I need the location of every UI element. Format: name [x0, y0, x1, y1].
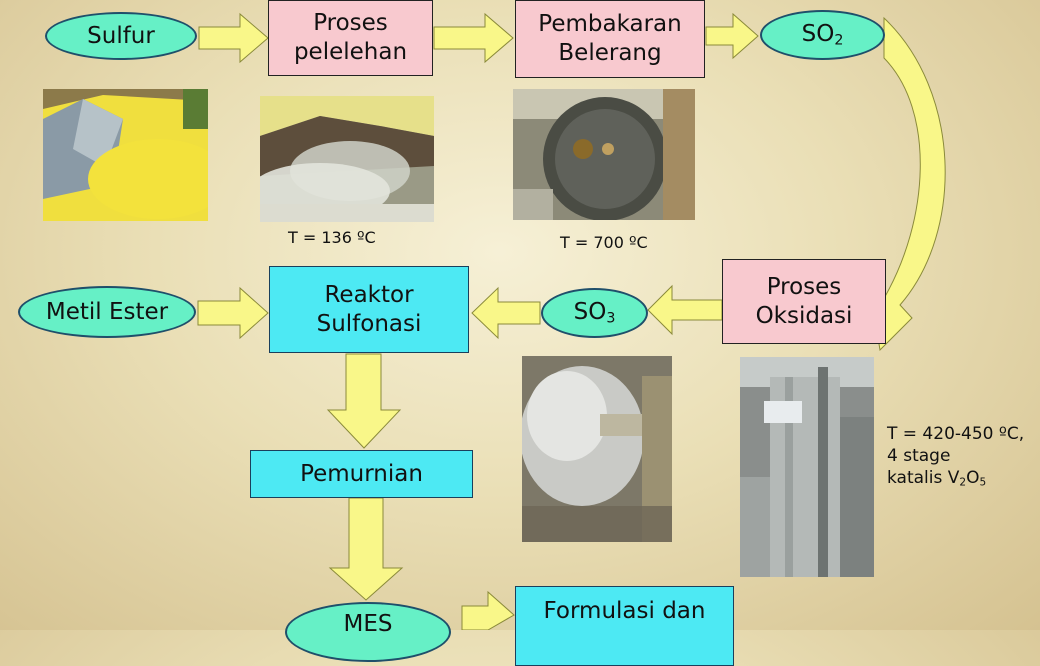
node-metil-ester-label: Metil Ester: [45, 298, 169, 325]
flow-arrows: [197, 12, 946, 630]
arrow-sulfur-to-melting: [198, 12, 269, 64]
arrow-ester-to-reactor: [197, 286, 269, 340]
node-reaktor-line2: Sulfonasi: [316, 310, 422, 337]
node-proses-pelelehan: Proses pelelehan: [268, 0, 433, 76]
arrow-purification-to-mes: [328, 497, 404, 601]
photo-oxidation-converter: [740, 357, 874, 577]
node-pembakaran-line2: Belerang: [558, 40, 662, 66]
photo-sulfur-burner: [513, 89, 695, 220]
arrow-melting-to-burning: [433, 12, 514, 64]
node-formulasi: Formulasi dan: [515, 586, 734, 666]
caption-melting-temp: T = 136 ºC: [288, 228, 376, 247]
photo-melting-tank: [260, 96, 434, 222]
arrow-so2-to-oxidation: [869, 16, 946, 352]
node-pemurnian: Pemurnian: [250, 450, 473, 498]
arrow-mes-to-formulation: [461, 590, 515, 630]
arrow-oxidation-to-so3: [647, 284, 723, 336]
node-sulfur-label: Sulfur: [87, 22, 155, 49]
node-metil-ester: Metil Ester: [18, 286, 196, 338]
node-so3-label: SO3: [573, 298, 616, 327]
photo-so3-steam: [522, 356, 672, 542]
node-mes-label: MES: [343, 611, 393, 637]
node-sulfur: Sulfur: [45, 12, 197, 60]
arrow-burning-to-so2: [705, 12, 759, 60]
node-oksidasi-line2: Oksidasi: [755, 302, 853, 329]
arrow-reactor-to-purification: [326, 353, 402, 449]
node-proses-pelelehan-line1: Proses: [313, 10, 388, 37]
node-reaktor-sulfonasi: Reaktor Sulfonasi: [269, 266, 469, 353]
caption-burning-temp: T = 700 ºC: [560, 233, 648, 252]
node-so3: SO3: [541, 288, 648, 338]
node-mes: MES: [285, 602, 451, 662]
node-so2: SO2: [760, 10, 885, 60]
node-proses-pelelehan-line2: pelelehan: [293, 39, 408, 65]
node-proses-oksidasi: Proses Oksidasi: [722, 259, 886, 344]
node-pembakaran-belerang: Pembakaran Belerang: [515, 0, 705, 78]
caption-oxidation-conditions: T = 420-450 ºC, 4 stage katalis V2O5: [887, 424, 1025, 489]
node-reaktor-line1: Reaktor: [324, 281, 414, 308]
node-oksidasi-line1: Proses: [766, 273, 842, 300]
node-pembakaran-line1: Pembakaran: [538, 11, 682, 38]
node-so2-label: SO2: [801, 20, 844, 49]
arrow-so3-to-reactor: [471, 286, 541, 340]
node-formulasi-label: Formulasi dan: [543, 598, 706, 624]
node-pemurnian-label: Pemurnian: [300, 460, 423, 487]
photo-sulfur-pile: [43, 89, 208, 221]
